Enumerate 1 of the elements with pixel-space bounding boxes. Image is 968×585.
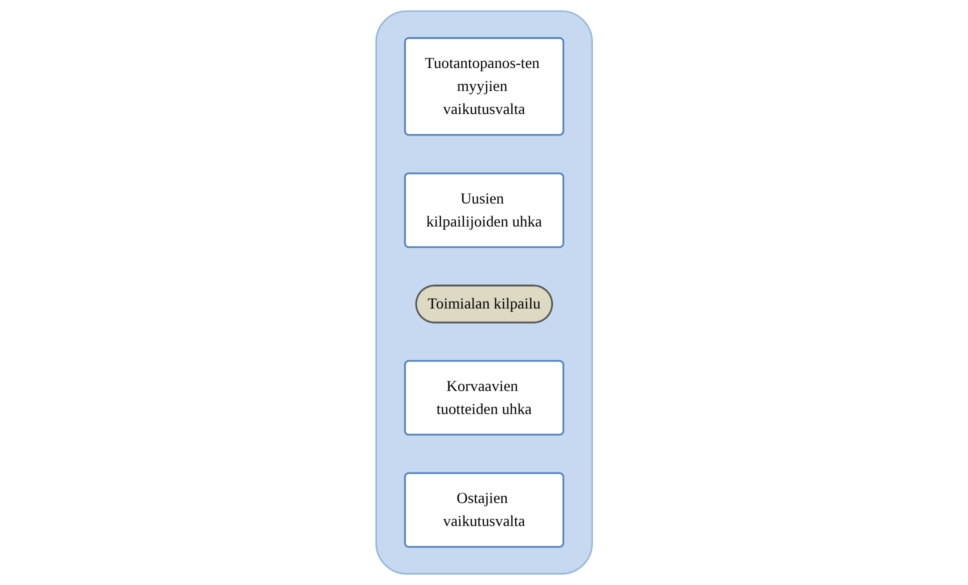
cluster: [375, 10, 593, 575]
